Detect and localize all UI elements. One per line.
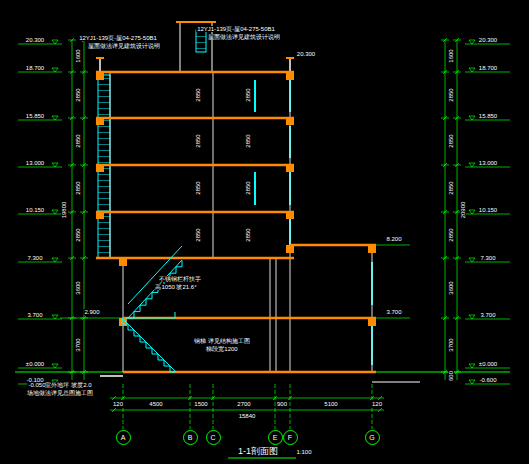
annotation-text: 2850 xyxy=(448,133,454,148)
annotation-text: 2850 xyxy=(195,133,201,148)
elevation-mark: 20.300 xyxy=(478,37,498,43)
elevation-mark: 13.000 xyxy=(25,160,45,166)
axis-bubble: B xyxy=(183,430,198,445)
elevation-mark: 10.150 xyxy=(25,207,45,213)
axis-letter: A xyxy=(121,434,126,441)
annotation-text: 2850 xyxy=(195,227,201,242)
annotation-text: 2850 xyxy=(75,227,81,242)
annotation-text: 2850 xyxy=(75,87,81,102)
annotation-text: 场地做法详见总图施工图 xyxy=(26,390,94,396)
annotation-text: 2850 xyxy=(448,180,454,195)
annotation-text: 3600 xyxy=(448,280,454,295)
annotation-text: 不锈钢栏杆扶手 xyxy=(158,276,202,282)
elevation-mark: 18.700 xyxy=(478,65,498,71)
axis-bubble: F xyxy=(283,430,298,445)
elevation-mark: 7.300 xyxy=(479,255,496,261)
annotation-text: 2850 xyxy=(245,227,251,242)
annotation-text: 12YJ1-139页-屋04-275-50B1 xyxy=(196,26,276,32)
annotation-text: 2850 xyxy=(195,180,201,195)
annotation-text: 120 xyxy=(371,401,383,407)
elevation-mark: 3.700 xyxy=(479,312,496,318)
annotation-text: 1600 xyxy=(448,48,454,63)
annotation-text: 2850 xyxy=(245,87,251,102)
annotation-text: 屋面做法详见建筑设计说明 xyxy=(87,43,161,49)
axis-letter: G xyxy=(369,434,374,441)
elevation-mark: 2.900 xyxy=(83,309,100,315)
annotation-text: 1500 xyxy=(193,401,208,407)
elevation-mark: 15.850 xyxy=(478,113,498,119)
axis-bubble: E xyxy=(268,430,283,445)
annotation-text: 2850 xyxy=(245,133,251,148)
annotation-text: 2850 xyxy=(195,87,201,102)
elevation-mark: 15.850 xyxy=(25,113,45,119)
annotation-text: 2850 xyxy=(448,87,454,102)
dimension-lines xyxy=(18,38,510,458)
annotation-text: 3700 xyxy=(448,337,454,352)
drawing-title: 1-1剖面图 xyxy=(237,447,279,456)
annotation-text: 2850 xyxy=(245,180,251,195)
annotation-text: 4500 xyxy=(148,401,163,407)
annotation-text: 5100 xyxy=(323,401,338,407)
annotation-text: 高1050 坡21.6° xyxy=(154,284,197,290)
annotation-text: 15840 xyxy=(238,413,257,419)
annotation-text: 120 xyxy=(112,401,124,407)
elevation-mark: ±0.000 xyxy=(25,361,45,367)
elevation-mark: 3.700 xyxy=(26,312,43,318)
annotation-text: 12YJ1-139页-屋04-275-50B1 xyxy=(78,35,158,41)
annotation-text: 3600 xyxy=(75,280,81,295)
annotation-text: 3700 xyxy=(75,337,81,352)
annotation-text: 梯段宽1200 xyxy=(205,346,238,352)
axis-bubble: G xyxy=(365,430,380,445)
elevation-mark: 20.300 xyxy=(25,37,45,43)
annotation-text: 19800 xyxy=(61,201,67,220)
annotation-text: 20900 xyxy=(460,201,466,220)
axis-bubble: A xyxy=(116,430,131,445)
annotation-text: 2850 xyxy=(448,227,454,242)
annotation-text: 1:100 xyxy=(295,449,312,455)
axis-letter: C xyxy=(210,434,215,441)
annotation-text: 600 xyxy=(448,370,454,382)
building-section xyxy=(15,22,510,382)
annotation-text: 1600 xyxy=(75,48,81,63)
elevation-mark: 20.300 xyxy=(296,51,316,57)
elevation-mark: 3.700 xyxy=(385,309,402,315)
elevation-mark: 10.150 xyxy=(478,207,498,213)
annotation-text: 2850 xyxy=(75,133,81,148)
elevation-mark: ±0.000 xyxy=(478,361,498,367)
stair-flight xyxy=(122,246,182,372)
elevation-mark: -0.600 xyxy=(478,377,497,383)
axis-letter: E xyxy=(273,434,278,441)
annotation-text: 钢梯 详见结构施工图 xyxy=(193,338,251,344)
elevation-mark: 7.300 xyxy=(26,255,43,261)
annotation-text: 2700 xyxy=(236,401,251,407)
elevation-mark: 8.200 xyxy=(385,236,402,242)
annotation-text: 屋面做法详见建筑设计说明 xyxy=(207,34,281,40)
annotation-text: 900 xyxy=(276,401,288,407)
elevation-mark: 13.000 xyxy=(478,160,498,166)
axis-bubble: C xyxy=(206,430,221,445)
annotation-text: 2850 xyxy=(75,180,81,195)
axis-letter: F xyxy=(288,434,292,441)
annotation-text: -0.050室外地坪 坡度2.0 xyxy=(27,382,92,388)
elevation-mark: 18.700 xyxy=(25,65,45,71)
axis-letter: B xyxy=(188,434,193,441)
